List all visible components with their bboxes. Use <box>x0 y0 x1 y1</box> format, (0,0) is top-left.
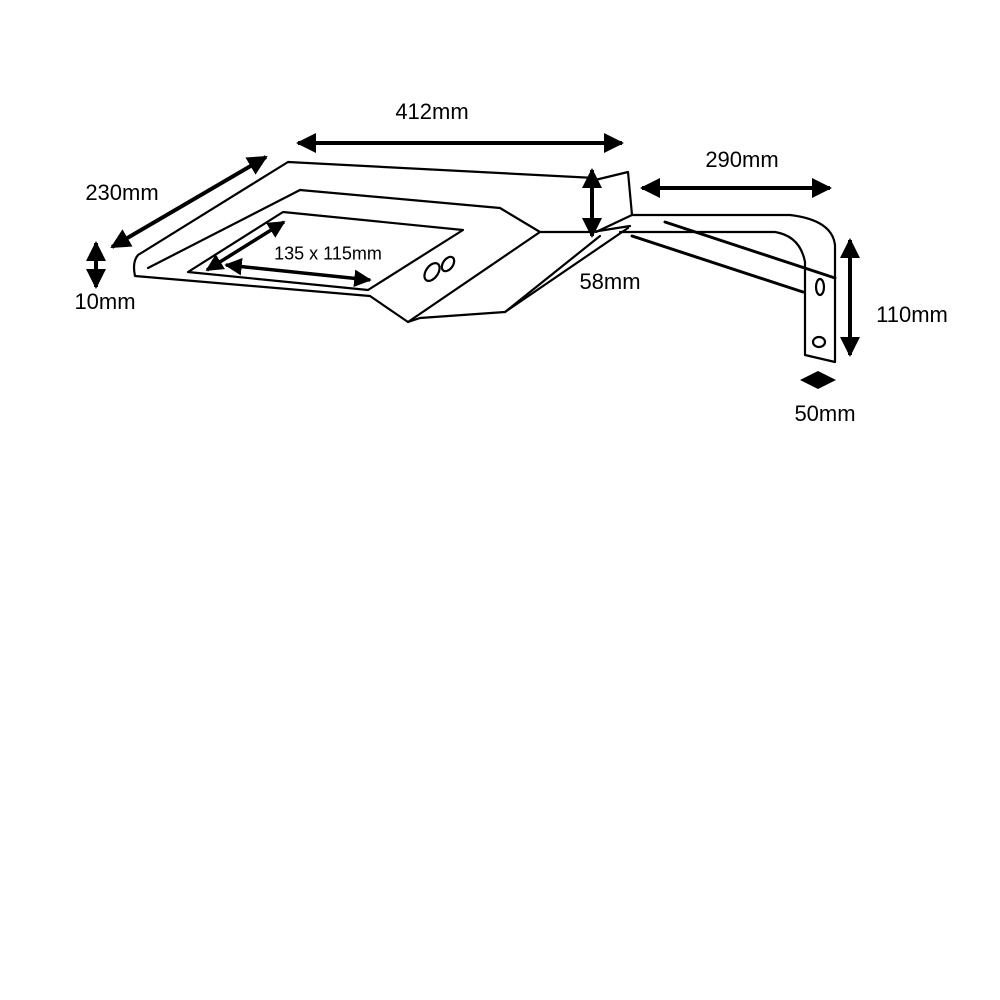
strut-upper <box>663 220 837 280</box>
arrow-width <box>110 155 268 249</box>
bracket-hole-top <box>814 277 826 297</box>
label-bracket-height: 110mm <box>876 302 948 327</box>
label-arm-length: 290mm <box>705 147 779 172</box>
arrow-panel-width <box>224 257 372 288</box>
label-bracket-width: 50mm <box>794 401 856 426</box>
lamp-outer-outline <box>132 160 630 324</box>
label-thickness: 10mm <box>74 289 136 314</box>
arrow-bracket-width <box>800 371 836 389</box>
lamp-inner-rim <box>146 188 632 324</box>
strut-lower <box>630 234 805 294</box>
sensor-left <box>423 262 441 282</box>
label-length: 412mm <box>395 99 469 124</box>
label-height: 58mm <box>579 269 641 294</box>
arrow-panel-depth <box>205 220 286 272</box>
lamp-front-edge <box>503 234 602 314</box>
mount-plate <box>593 170 634 234</box>
bracket-hole-bottom <box>811 335 827 349</box>
label-width: 230mm <box>85 180 159 205</box>
arm-top <box>618 213 837 364</box>
sensor-right <box>440 255 456 273</box>
label-panel: 135 x 115mm <box>274 243 382 264</box>
